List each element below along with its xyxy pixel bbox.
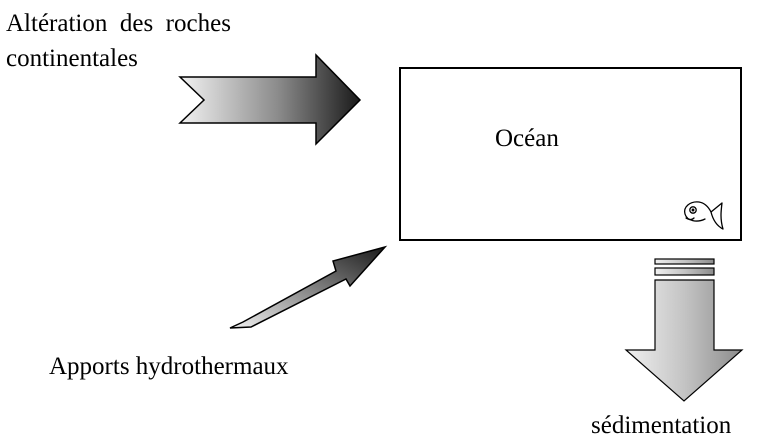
sedimentation-label: sédimentation <box>591 412 732 439</box>
hydrothermal-arrow <box>229 245 388 329</box>
ocean-box <box>399 67 742 241</box>
sedimentation-arrow <box>624 258 744 402</box>
fish-icon <box>684 201 724 230</box>
weathering-label-line2: continentales <box>6 45 138 72</box>
sediment-stripe-2 <box>654 267 715 276</box>
sediment-stripe-1 <box>654 258 715 265</box>
ocean-label: Océan <box>495 125 559 152</box>
hydrothermal-label: Apports hydrothermaux <box>49 353 289 380</box>
sediment-arrow-body <box>624 279 744 402</box>
weathering-label-line1: Altération des roches <box>6 10 231 37</box>
weathering-arrow <box>178 53 362 146</box>
